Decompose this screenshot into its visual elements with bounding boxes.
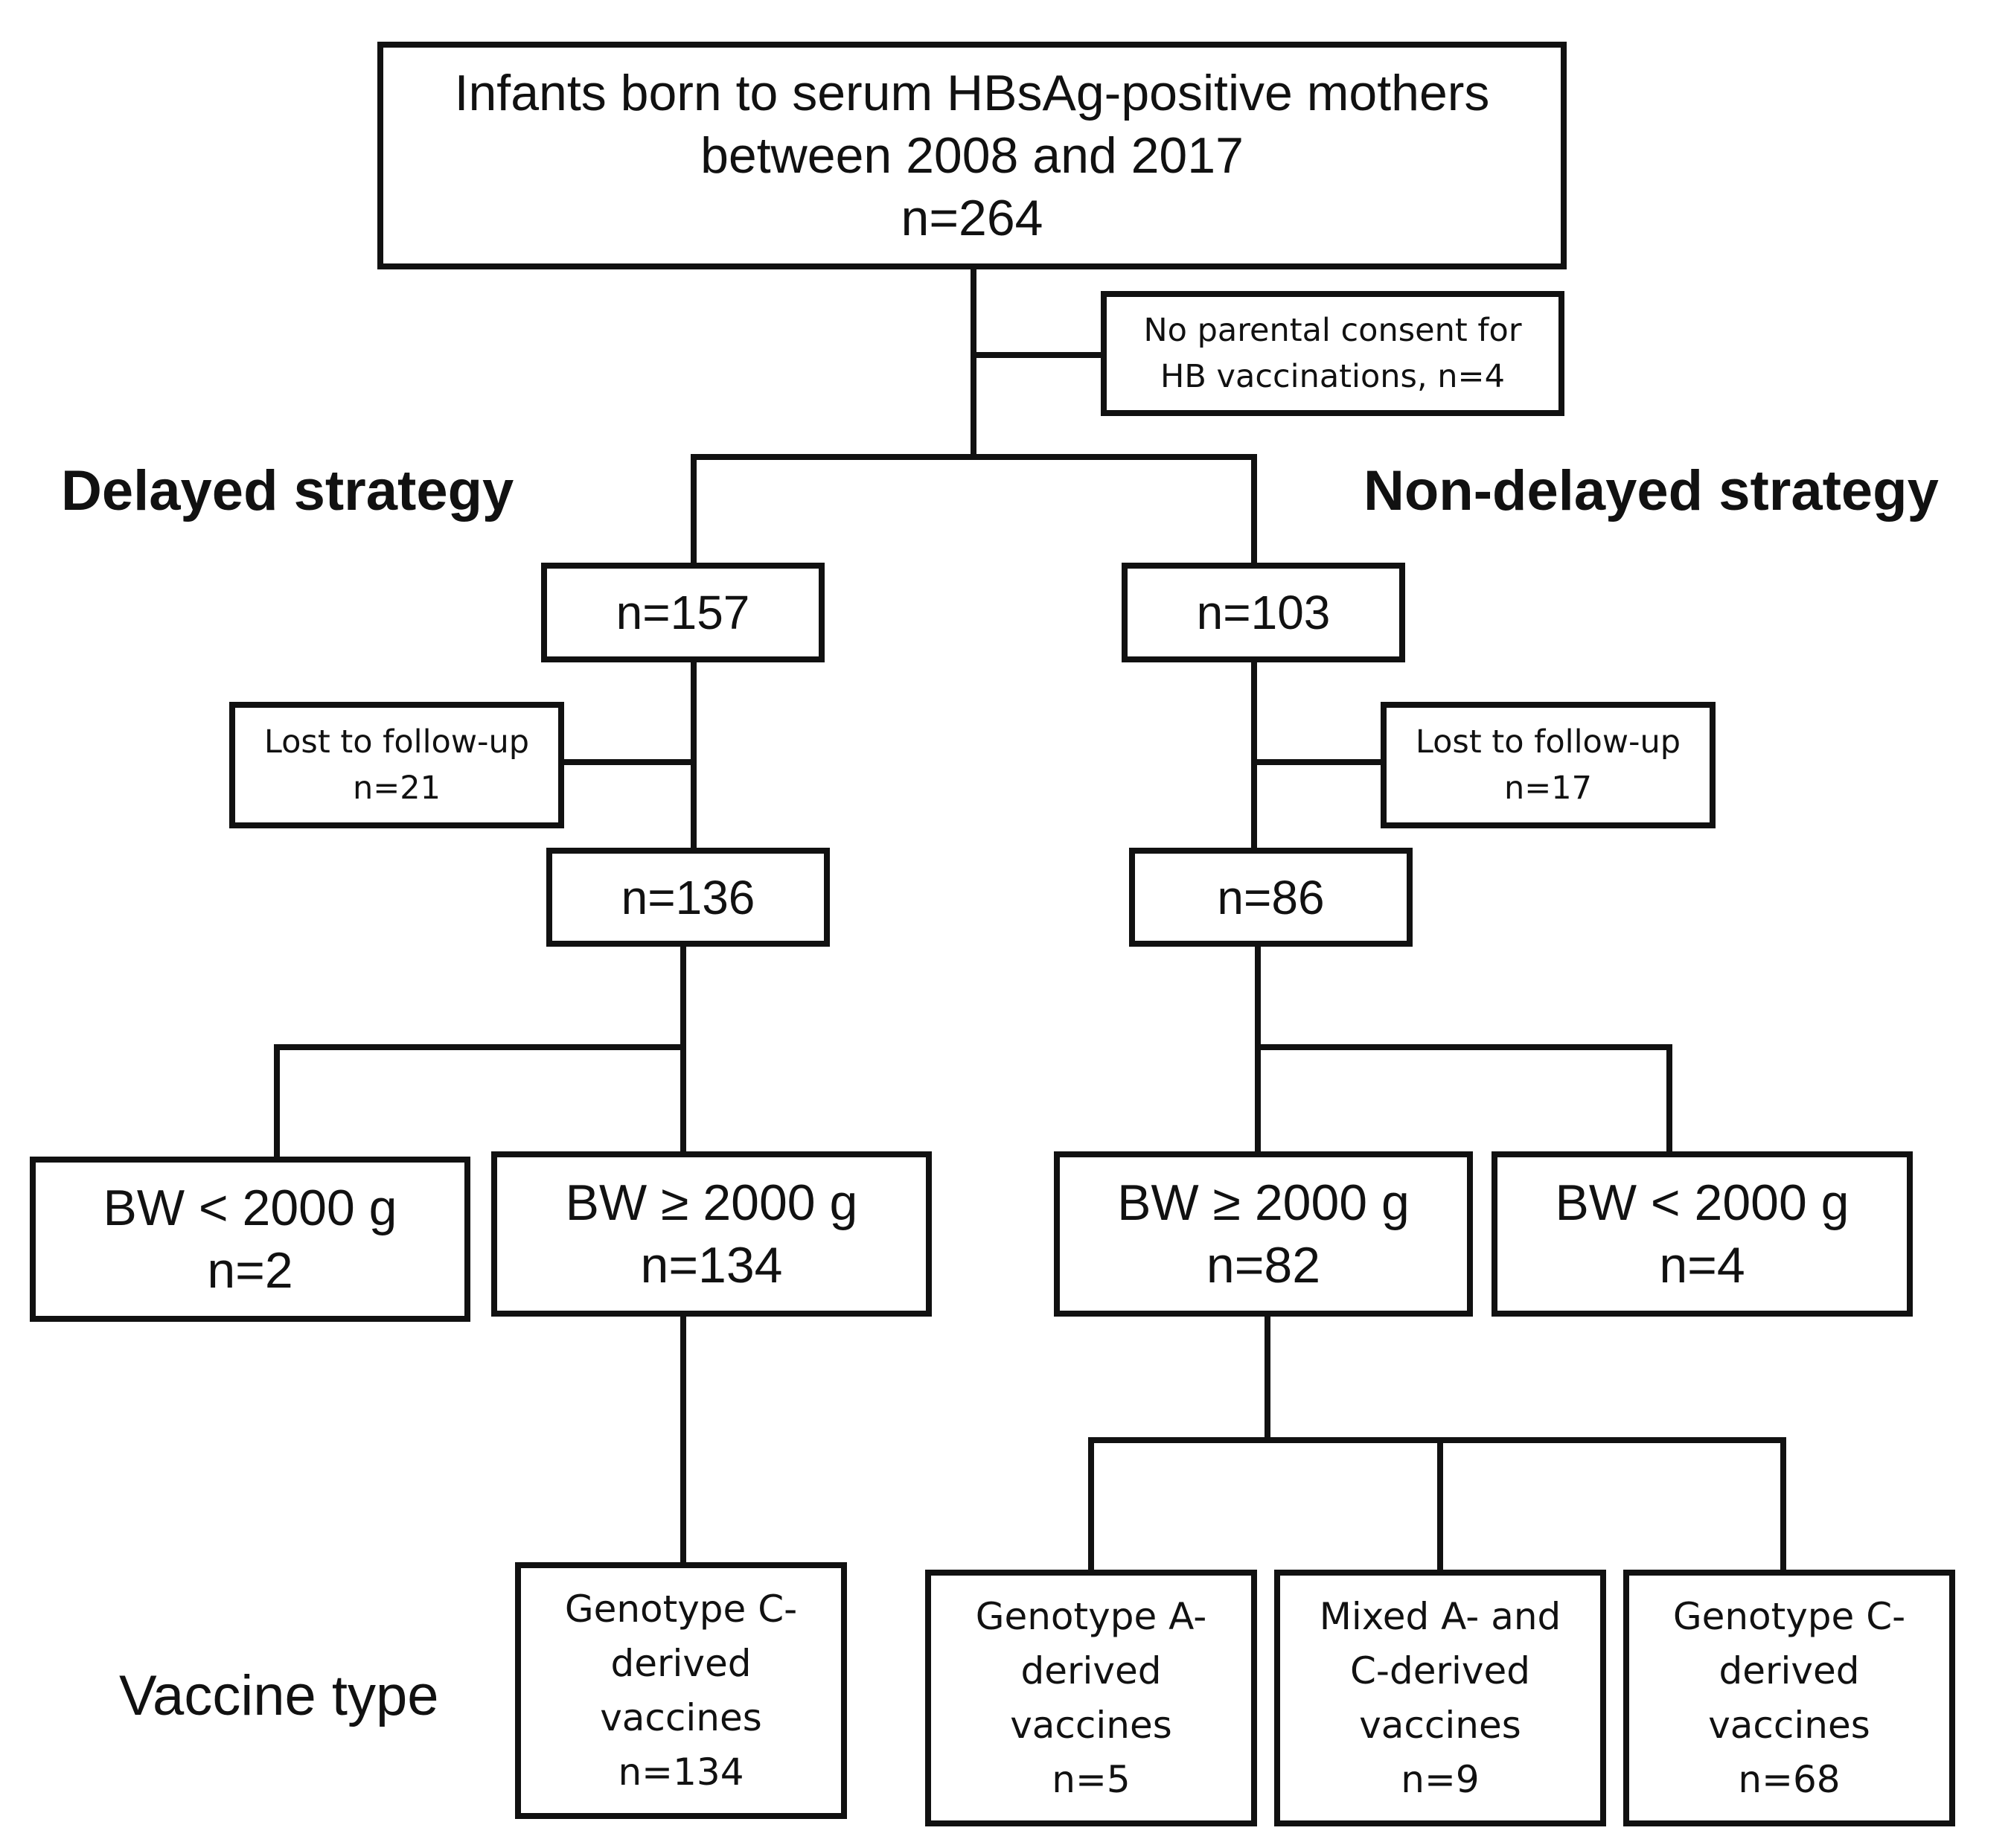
nondelayed-vaccine-c-count: n=68: [1738, 1757, 1841, 1801]
delayed-bw-high-box: BW ≥ 2000 g n=134: [491, 1151, 932, 1317]
delayed-followed-box: n=136: [546, 848, 830, 947]
delayed-bw-low-count: n=2: [207, 1242, 293, 1299]
nondelayed-vaccine-mixed-line1: Mixed A- and: [1319, 1594, 1561, 1638]
nondelayed-vaccine-a-count: n=5: [1052, 1757, 1131, 1801]
delayed-bw-low-label: BW < 2000 g: [103, 1180, 397, 1236]
title-line2: between 2008 and 2017: [700, 127, 1244, 184]
nondelayed-lost-label: Lost to follow-up: [1415, 723, 1681, 761]
title-count: n=264: [901, 190, 1043, 246]
nondelayed-bw-high-count: n=82: [1206, 1237, 1321, 1294]
nondelayed-followed-count: n=86: [1217, 870, 1325, 924]
nondelayed-vaccine-a-line1: Genotype A-: [975, 1594, 1207, 1638]
nondelayed-vaccine-mixed-box: Mixed A- and C-derived vaccines n=9: [1274, 1570, 1606, 1826]
consent-line1: No parental consent for: [1143, 312, 1522, 349]
nondelayed-vaccine-c-line2: derived: [1719, 1649, 1860, 1692]
delayed-lost-label: Lost to follow-up: [263, 723, 530, 761]
delayed-lost-box: Lost to follow-up n=21: [229, 702, 564, 828]
title-line1: Infants born to serum HBsAg-positive mot…: [454, 65, 1490, 121]
delayed-bw-high-label: BW ≥ 2000 g: [565, 1174, 858, 1231]
consent-exclusion-box: No parental consent for HB vaccinations,…: [1101, 291, 1564, 416]
nondelayed-bw-low-count: n=4: [1659, 1237, 1745, 1294]
nondelayed-lost-count: n=17: [1504, 770, 1592, 807]
nondelayed-bw-high-label: BW ≥ 2000 g: [1117, 1174, 1410, 1231]
delayed-bw-low-box: BW < 2000 g n=2: [30, 1157, 470, 1322]
nondelayed-vaccine-c-line3: vaccines: [1708, 1703, 1870, 1747]
consent-line2: HB vaccinations, n=4: [1160, 358, 1505, 395]
delayed-vaccine-c-box: Genotype C- derived vaccines n=134: [515, 1562, 847, 1819]
delayed-initial-box: n=157: [541, 563, 825, 662]
nondelayed-strategy-heading: Non-delayed strategy: [1363, 459, 1939, 522]
delayed-vaccine-c-line1: Genotype C-: [564, 1587, 798, 1631]
delayed-strategy-heading: Delayed strategy: [61, 459, 514, 522]
nondelayed-bw-high-box: BW ≥ 2000 g n=82: [1054, 1151, 1473, 1317]
delayed-initial-count: n=157: [616, 586, 750, 639]
nondelayed-vaccine-c-box: Genotype C- derived vaccines n=68: [1623, 1570, 1955, 1826]
nondelayed-bw-low-label: BW < 2000 g: [1555, 1174, 1849, 1231]
nondelayed-vaccine-mixed-line3: vaccines: [1359, 1703, 1521, 1747]
nondelayed-followed-box: n=86: [1129, 848, 1413, 947]
delayed-vaccine-c-line2: derived: [610, 1641, 752, 1685]
delayed-vaccine-c-line3: vaccines: [600, 1695, 762, 1739]
title-box: Infants born to serum HBsAg-positive mot…: [377, 42, 1567, 269]
nondelayed-vaccine-a-line3: vaccines: [1010, 1703, 1172, 1747]
nondelayed-initial-box: n=103: [1122, 563, 1405, 662]
nondelayed-vaccine-a-box: Genotype A- derived vaccines n=5: [925, 1570, 1257, 1826]
nondelayed-bw-low-box: BW < 2000 g n=4: [1492, 1151, 1913, 1317]
nondelayed-vaccine-c-line1: Genotype C-: [1672, 1594, 1906, 1638]
delayed-bw-high-count: n=134: [640, 1237, 783, 1294]
nondelayed-initial-count: n=103: [1196, 586, 1331, 639]
delayed-lost-count: n=21: [353, 770, 441, 807]
nondelayed-lost-box: Lost to follow-up n=17: [1381, 702, 1716, 828]
vaccine-type-row-label: Vaccine type: [119, 1664, 439, 1727]
delayed-vaccine-c-count: n=134: [618, 1750, 744, 1794]
nondelayed-vaccine-a-line2: derived: [1020, 1649, 1162, 1692]
nondelayed-vaccine-mixed-line2: C-derived: [1350, 1649, 1530, 1692]
nondelayed-vaccine-mixed-count: n=9: [1401, 1757, 1480, 1801]
delayed-followed-count: n=136: [621, 870, 755, 924]
